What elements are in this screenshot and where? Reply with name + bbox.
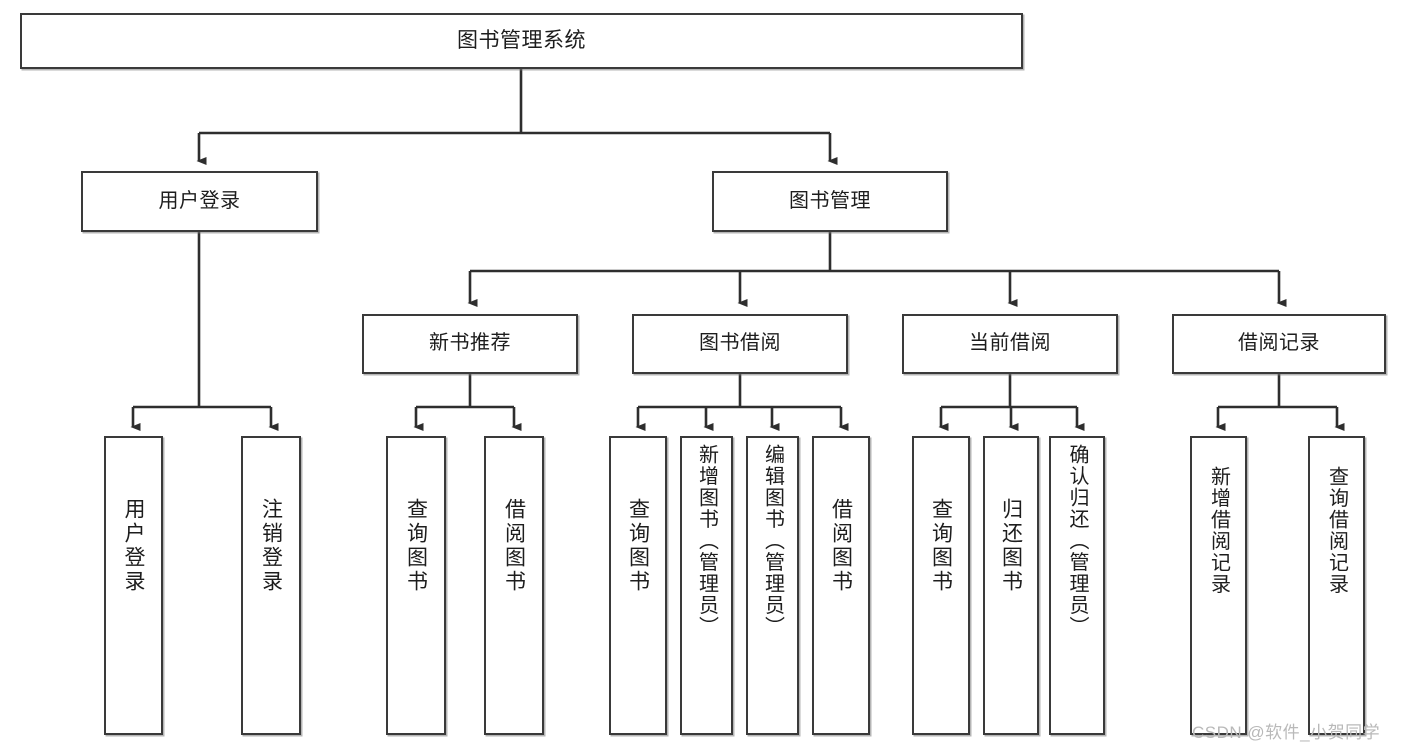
node-leaf-borrow-book-1[interactable]: 借阅图书 [484, 436, 544, 735]
node-book-borrow-label: 图书借阅 [699, 332, 781, 355]
node-leaf-return-book[interactable]: 归还图书 [983, 436, 1039, 735]
node-leaf-add-record-label: 新增借阅记录 [1207, 466, 1230, 595]
node-leaf-query-record[interactable]: 查询借阅记录 [1308, 436, 1365, 735]
node-leaf-query-record-label: 查询借阅记录 [1325, 466, 1348, 595]
node-leaf-return-book-label: 归还图书 [999, 498, 1023, 594]
csdn-watermark: CSDN @软件_小贺同学 [1192, 723, 1381, 742]
node-new-book-rec[interactable]: 新书推荐 [362, 314, 578, 374]
node-leaf-borrow-book-2[interactable]: 借阅图书 [812, 436, 870, 735]
node-leaf-confirm-return[interactable]: 确认归还（管理员） [1049, 436, 1105, 735]
node-borrow-record[interactable]: 借阅记录 [1172, 314, 1386, 374]
node-leaf-edit-book-label: 编辑图书（管理员） [761, 444, 784, 638]
node-leaf-borrow-book-1-label: 借阅图书 [502, 498, 526, 594]
node-leaf-user-login-label: 用户登录 [122, 498, 145, 594]
node-leaf-query-book-2[interactable]: 查询图书 [609, 436, 667, 735]
node-book-borrow[interactable]: 图书借阅 [632, 314, 848, 374]
node-leaf-query-book-3-label: 查询图书 [929, 498, 953, 594]
node-book-manage-label: 图书管理 [789, 189, 871, 212]
node-leaf-add-book-label: 新增图书（管理员） [695, 444, 718, 638]
node-leaf-add-book[interactable]: 新增图书（管理员） [680, 436, 733, 735]
node-current-borrow-label: 当前借阅 [969, 332, 1051, 355]
node-leaf-query-book-2-label: 查询图书 [626, 498, 650, 594]
node-book-manage[interactable]: 图书管理 [712, 171, 948, 232]
node-leaf-query-book-3[interactable]: 查询图书 [912, 436, 970, 735]
node-leaf-user-logout[interactable]: 注销登录 [241, 436, 301, 735]
node-leaf-query-book-1-label: 查询图书 [404, 498, 428, 594]
node-borrow-record-label: 借阅记录 [1238, 332, 1320, 355]
node-root[interactable]: 图书管理系统 [20, 13, 1023, 69]
node-root-label: 图书管理系统 [457, 28, 586, 52]
node-current-borrow[interactable]: 当前借阅 [902, 314, 1118, 374]
node-new-book-rec-label: 新书推荐 [429, 332, 511, 355]
node-user-login-label: 用户登录 [158, 189, 241, 212]
node-leaf-confirm-return-label: 确认归还（管理员） [1066, 444, 1088, 638]
node-leaf-edit-book[interactable]: 编辑图书（管理员） [746, 436, 799, 735]
node-leaf-query-book-1[interactable]: 查询图书 [386, 436, 446, 735]
node-leaf-borrow-book-2-label: 借阅图书 [829, 498, 853, 594]
node-leaf-add-record[interactable]: 新增借阅记录 [1190, 436, 1247, 735]
node-leaf-user-logout-label: 注销登录 [259, 498, 283, 594]
node-user-login[interactable]: 用户登录 [81, 171, 318, 232]
node-leaf-user-login[interactable]: 用户登录 [104, 436, 163, 735]
